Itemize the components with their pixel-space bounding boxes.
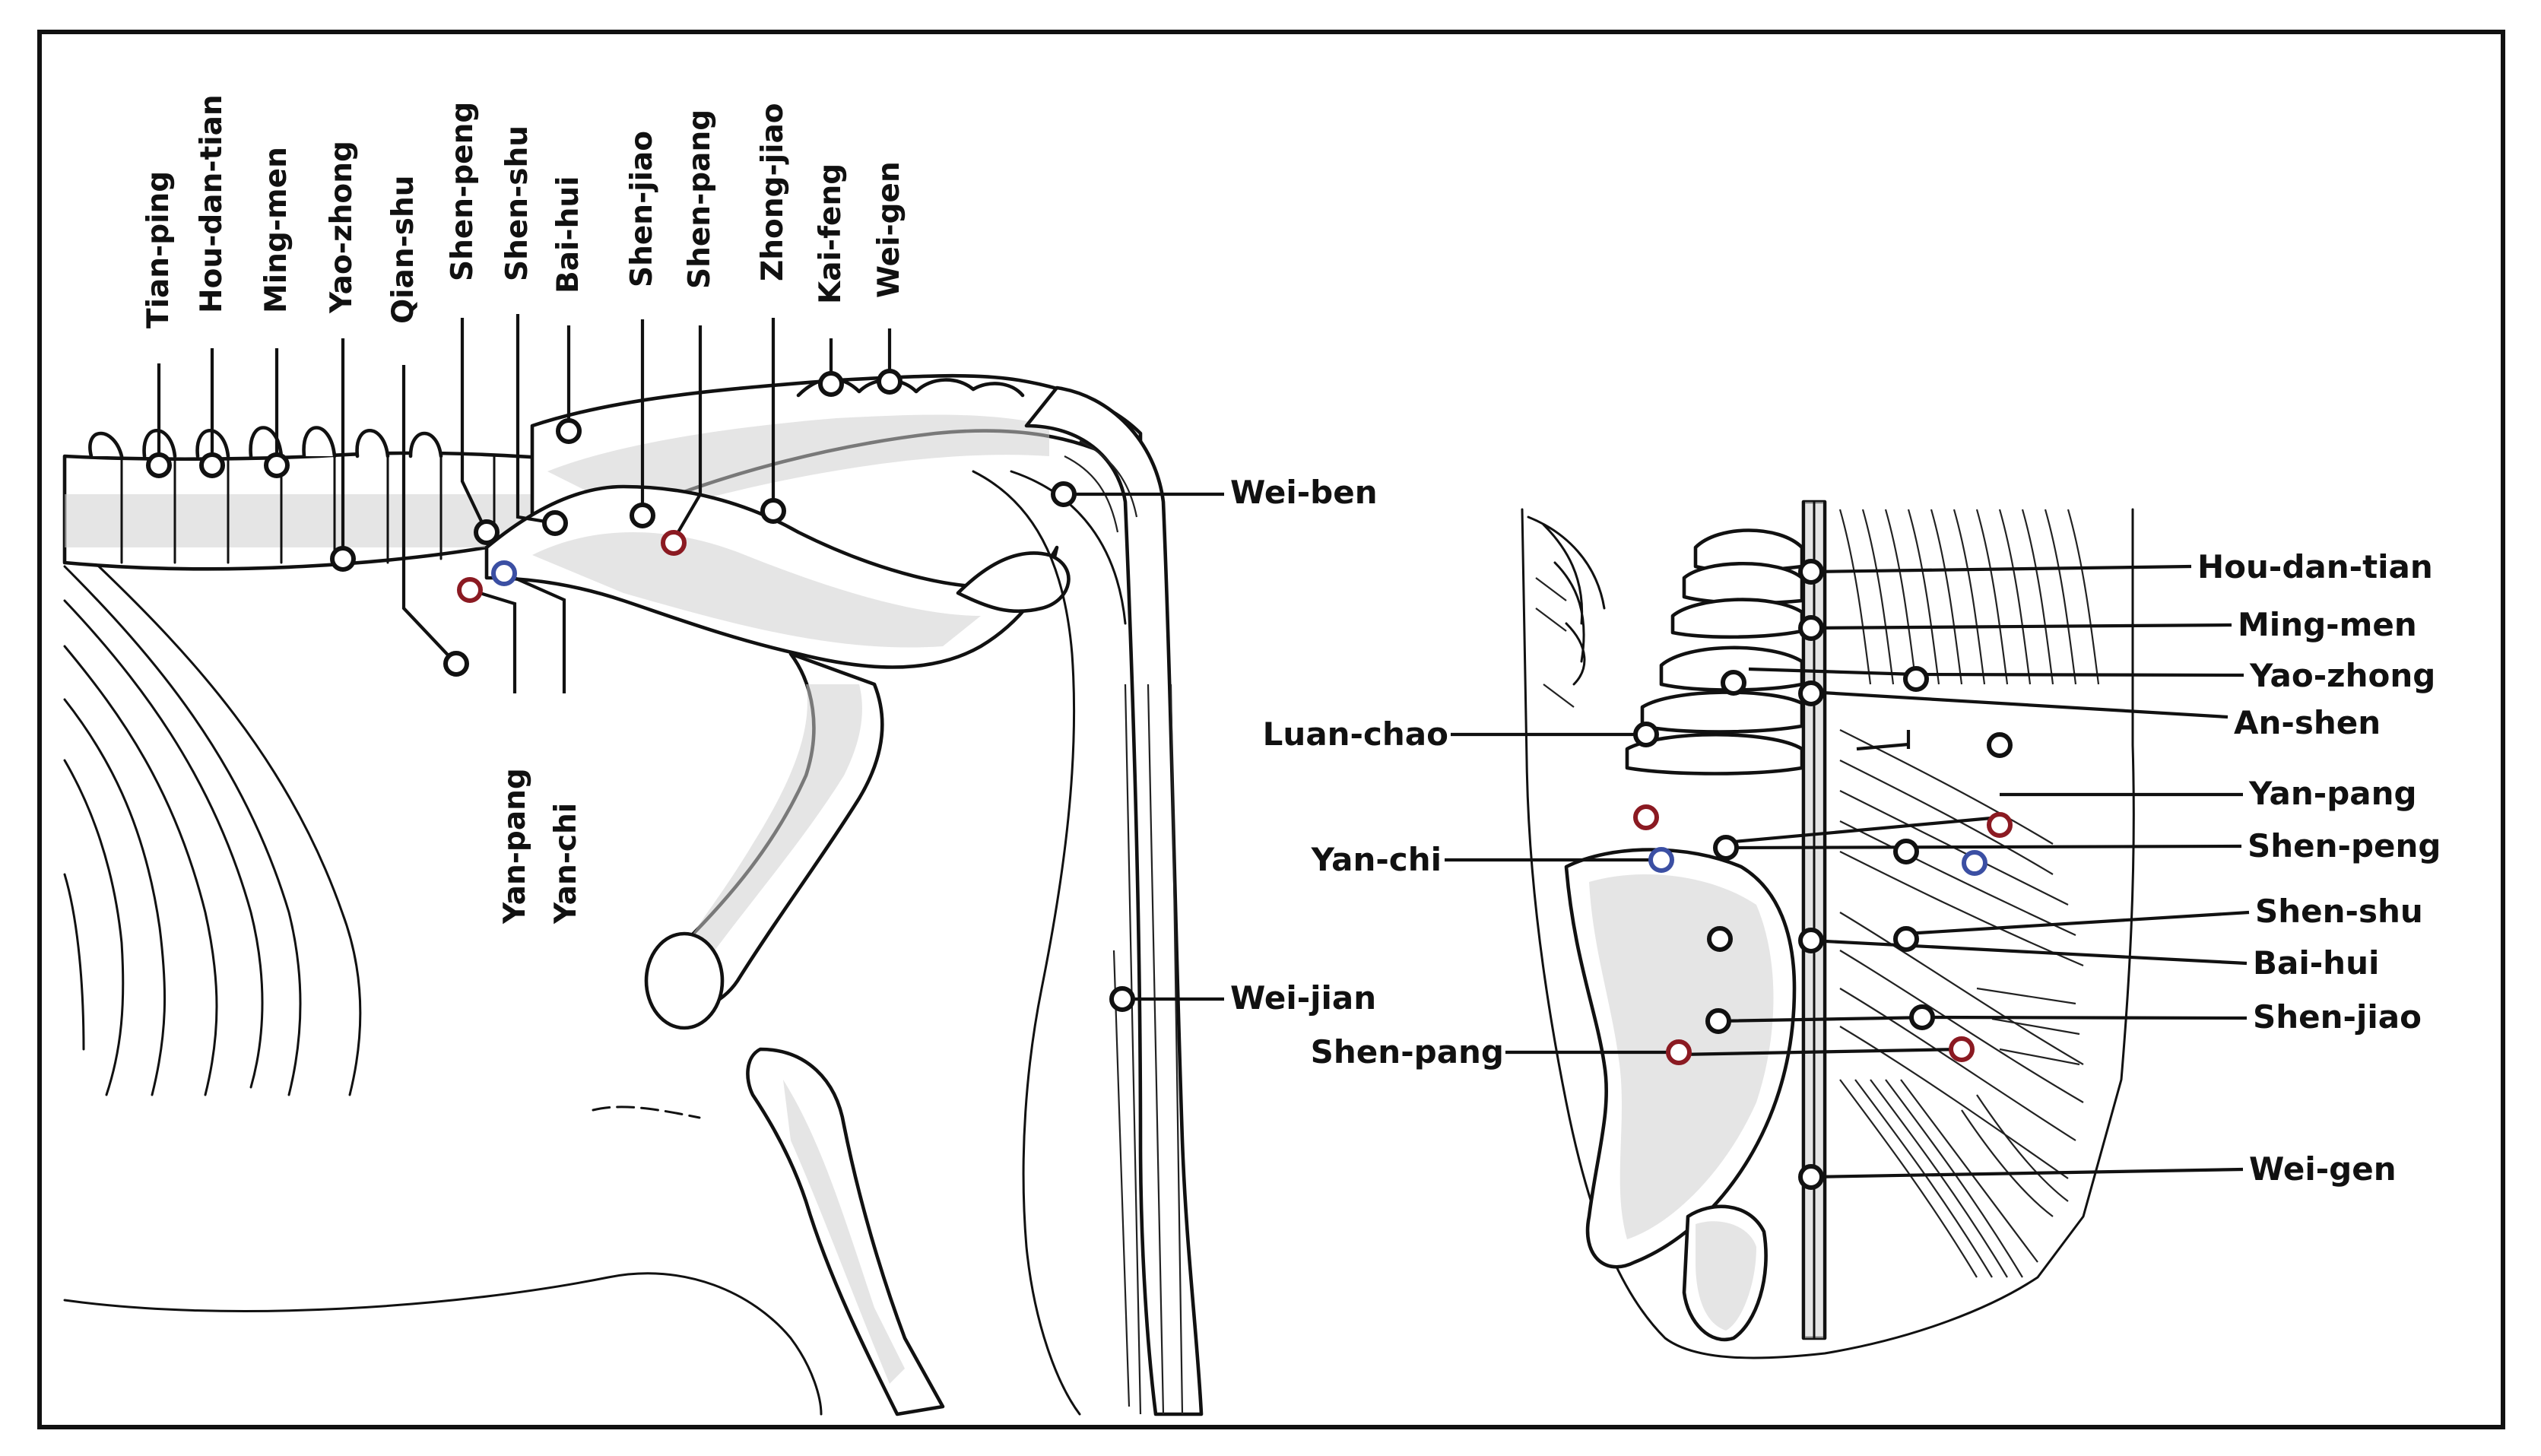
dorsal-acupoint-9: [1987, 812, 2013, 838]
lateral-acupoints: [146, 369, 1135, 1012]
lateral-label-yan-chi: Yan-chi: [549, 803, 583, 925]
dorsal-acupoint-1: [1798, 559, 1824, 585]
dorsal-acupoint-12: [1648, 847, 1674, 873]
dorsal-acupoint-17: [1705, 1008, 1731, 1034]
dorsal-acupoint-20: [1949, 1036, 1975, 1062]
dorsal-acupoint-16: [1893, 926, 1919, 952]
dorsal-acupoint-13: [1962, 850, 1987, 876]
lateral-label-wei-ben: Wei-ben: [1230, 474, 1378, 511]
lateral-top-labels: Tian-ping Hou-dan-tian Ming-men Yao-zhong Qi…: [141, 94, 906, 328]
lateral-acupoint-17: [1109, 986, 1135, 1012]
dorsal-acupoint-18: [1909, 1004, 1935, 1030]
dorsal-label-yao-zhong: Yao-zhong: [2249, 657, 2435, 694]
lateral-acupoint-2: [199, 452, 225, 478]
dorsal-acupoint-19: [1666, 1039, 1692, 1065]
dorsal-acupoint-10: [1713, 835, 1739, 861]
lateral-label-shen-jiao: Shen-jiao: [625, 131, 659, 287]
lateral-acupoint-12: [818, 371, 844, 397]
dorsal-acupoint-4: [1903, 666, 1929, 692]
dorsal-label-shen-shu: Shen-shu: [2255, 893, 2423, 930]
dorsal-acupoint-14: [1707, 926, 1733, 952]
lateral-acupoint-11: [760, 498, 786, 524]
lateral-acupoint-16: [1051, 481, 1077, 507]
lateral-label-shen-shu: Shen-shu: [500, 125, 535, 281]
lateral-label-hou-dan-tian: Hou-dan-tian: [195, 94, 229, 313]
dorsal-label-bai-hui: Bai-hui: [2253, 944, 2379, 982]
lateral-acupoint-5: [443, 651, 469, 677]
lateral-acupoint-13: [877, 369, 903, 395]
lateral-label-wei-gen: Wei-gen: [872, 161, 906, 298]
dorsal-right-labels: Hou-dan-tianMing-menYao-zhongAn-shenYan-…: [2197, 548, 2441, 1188]
dorsal-acupoints: [1633, 559, 2013, 1190]
dorsal-label-wei-gen: Wei-gen: [2249, 1150, 2397, 1188]
dorsal-acupoint-3: [1721, 670, 1746, 696]
dorsal-acupoint-2: [1798, 615, 1824, 641]
dorsal-acupoint-11: [1893, 839, 1919, 864]
lateral-acupoint-14: [457, 577, 483, 603]
lateral-label-bai-hui: Bai-hui: [551, 176, 585, 294]
dorsal-label-shen-peng: Shen-peng: [2248, 827, 2441, 864]
dorsal-label-yan-pang: Yan-pang: [2248, 775, 2417, 812]
dorsal-label-shen-jiao: Shen-jiao: [2253, 998, 2422, 1036]
dorsal-label-an-shen: An-shen: [2234, 704, 2381, 741]
lateral-acupoint-15: [491, 560, 517, 586]
lateral-label-shen-peng: Shen-peng: [446, 102, 480, 281]
lateral-acupoint-6: [474, 519, 500, 545]
lateral-label-yan-pang: Yan-pang: [498, 768, 532, 925]
lateral-label-shen-pang: Shen-pang: [683, 109, 717, 289]
dorsal-acupoint-6: [1633, 722, 1659, 747]
lateral-acupoint-7: [542, 510, 568, 536]
dorsal-acupoint-8: [1633, 804, 1659, 830]
dorsal-acupoint-7: [1987, 732, 2013, 758]
lateral-acupoint-4: [330, 546, 356, 572]
dorsal-label-luan-chao: Luan-chao: [1263, 715, 1448, 753]
dorsal-label-yan-chi: Yan-chi: [1311, 841, 1442, 878]
lateral-acupoint-10: [661, 530, 687, 556]
lateral-label-ming-men: Ming-men: [259, 147, 293, 313]
lateral-acupoint-9: [630, 503, 655, 528]
lateral-label-tian-ping: Tian-ping: [141, 171, 176, 328]
lateral-acupoint-1: [146, 452, 172, 478]
dorsal-acupoint-21: [1798, 1164, 1824, 1190]
dorsal-label-ming-men: Ming-men: [2238, 606, 2417, 643]
lateral-label-yao-zhong: Yao-zhong: [325, 141, 359, 314]
lateral-leader-lines: [157, 314, 1224, 1001]
lateral-label-qian-shu: Qian-shu: [386, 175, 420, 324]
lateral-label-wei-jian: Wei-jian: [1230, 979, 1376, 1017]
lateral-label-zhong-jiao: Zhong-jiao: [756, 103, 790, 281]
lateral-acupoint-3: [264, 452, 290, 478]
frame-border: [37, 30, 2505, 1429]
dorsal-acupoint-5: [1798, 680, 1824, 706]
lateral-label-kai-feng: Kai-feng: [814, 163, 848, 304]
dorsal-acupoint-15: [1798, 928, 1824, 953]
dorsal-label-shen-pang: Shen-pang: [1311, 1033, 1504, 1071]
dorsal-label-hou-dan-tian: Hou-dan-tian: [2197, 548, 2433, 585]
lateral-acupoint-8: [556, 418, 582, 444]
lateral-bottom-labels: Yan-pang Yan-chi: [498, 768, 583, 925]
